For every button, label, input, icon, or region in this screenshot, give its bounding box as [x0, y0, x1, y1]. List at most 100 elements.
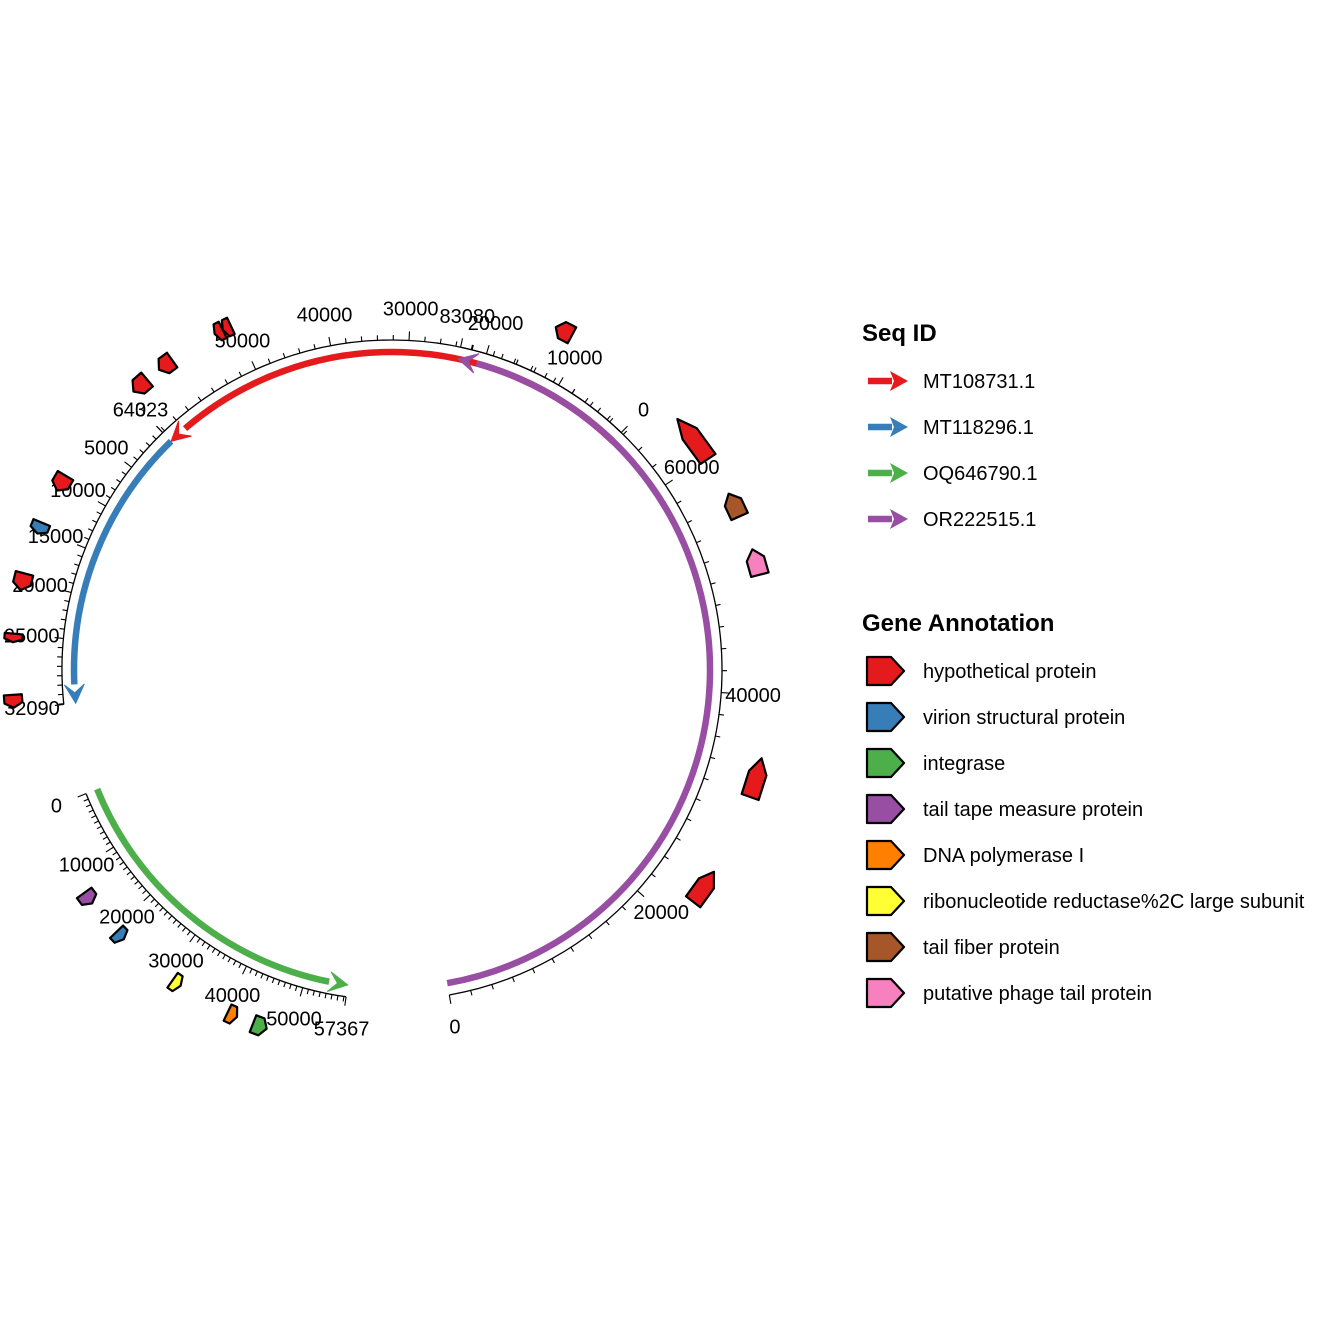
- gene-legend-key: [865, 977, 906, 1009]
- minor-tick: [93, 820, 99, 824]
- minor-tick: [676, 500, 682, 504]
- major-tick: [105, 846, 114, 853]
- tick-label: 0: [449, 1017, 460, 1039]
- major-tick: [97, 501, 106, 507]
- minor-tick: [87, 528, 93, 532]
- gene-marker: [2, 693, 24, 709]
- minor-tick: [110, 486, 116, 491]
- minor-tick: [163, 911, 168, 916]
- tick-label: 64323: [113, 400, 169, 422]
- minor-tick: [687, 520, 693, 524]
- minor-tick: [710, 756, 716, 760]
- gene-legend-label: virion structural protein: [923, 707, 1125, 729]
- minor-tick: [152, 435, 157, 440]
- minor-tick: [606, 415, 611, 421]
- gene-legend-item: tail fiber protein: [865, 931, 1060, 963]
- minor-tick: [184, 405, 189, 411]
- tick-label: 57367: [314, 1019, 370, 1041]
- major-tick: [448, 994, 452, 1004]
- tick-label: 20000: [99, 907, 155, 929]
- major-tick: [143, 894, 151, 902]
- minor-tick: [588, 934, 593, 940]
- tick-label: 20000: [633, 902, 689, 924]
- minor-tick: [222, 954, 226, 960]
- minor-tick: [584, 397, 589, 403]
- minor-tick: [112, 851, 118, 856]
- minor-tick: [439, 338, 442, 344]
- minor-tick: [74, 563, 80, 567]
- gene-marker: [740, 757, 768, 802]
- minor-tick: [115, 856, 121, 861]
- minor-tick: [96, 825, 102, 830]
- seq-legend-arrowhead: [890, 371, 908, 391]
- minor-tick: [267, 358, 271, 364]
- major-tick: [328, 336, 332, 346]
- minor-tick: [589, 401, 594, 407]
- sequence-track-OQ646790.1: [94, 787, 330, 985]
- minor-tick: [552, 377, 557, 383]
- minor-tick: [715, 735, 721, 738]
- minor-tick: [201, 941, 206, 947]
- major-tick: [242, 965, 247, 975]
- minor-tick: [59, 627, 65, 630]
- minor-tick: [154, 902, 160, 908]
- minor-tick: [318, 991, 321, 998]
- minor-tick: [122, 866, 128, 871]
- minor-tick: [652, 463, 657, 468]
- tick-label: 10000: [547, 348, 603, 370]
- minor-tick: [159, 907, 164, 912]
- gene-legend-label: hypothetical protein: [923, 661, 1096, 683]
- minor-tick: [260, 973, 264, 979]
- gene-legend-item: virion structural protein: [865, 701, 1125, 733]
- minor-tick: [99, 831, 105, 835]
- legend: Seq IDMT108731.1MT118296.1OQ646790.1OR22…: [862, 320, 1305, 1009]
- sequence-arrowhead: [170, 420, 192, 442]
- seq-legend-arrowhead: [890, 509, 908, 529]
- minor-tick: [64, 599, 70, 603]
- minor-tick: [344, 338, 347, 344]
- gene-marker: [248, 1014, 268, 1037]
- gene-legend-key: [865, 655, 906, 687]
- minor-tick: [145, 442, 151, 447]
- minor-tick: [313, 344, 316, 350]
- minor-tick: [211, 948, 216, 954]
- minor-tick: [172, 416, 177, 421]
- minor-tick: [92, 519, 98, 523]
- minor-tick: [134, 880, 139, 885]
- minor-tick: [116, 479, 121, 483]
- gene-legend-key: [865, 885, 906, 917]
- minor-tick: [217, 951, 221, 957]
- minor-tick: [254, 971, 258, 977]
- minor-tick: [470, 990, 473, 996]
- minor-tick: [551, 958, 555, 964]
- end-tick: [344, 996, 347, 1006]
- minor-tick: [58, 703, 64, 705]
- circular-genome-map: 0100002000030000400005000064323050001000…: [2, 299, 781, 1041]
- minor-tick: [500, 353, 504, 359]
- tick-label: 60000: [664, 457, 720, 479]
- gene-marker: [12, 570, 35, 592]
- minor-tick: [696, 540, 702, 544]
- minor-tick: [324, 993, 327, 999]
- minor-tick: [704, 561, 710, 564]
- end-tick: [54, 703, 64, 706]
- minor-tick: [686, 818, 692, 822]
- minor-tick: [62, 609, 68, 612]
- minor-tick: [238, 371, 242, 377]
- minor-tick: [283, 982, 286, 988]
- minor-tick: [609, 417, 614, 423]
- minor-tick: [119, 861, 124, 866]
- major-tick: [156, 425, 164, 433]
- minor-tick: [695, 798, 701, 802]
- tick-label: 0: [51, 796, 62, 818]
- gene-legend-item: tail tape measure protein: [865, 793, 1143, 825]
- seq-legend-label: MT118296.1: [923, 417, 1034, 439]
- tick-label: 30000: [148, 951, 204, 973]
- gene-legend-item: ribonucleotide reductase%2C large subuni…: [865, 885, 1305, 917]
- minor-tick: [160, 426, 165, 432]
- minor-tick: [88, 809, 94, 813]
- gene-legend-key: [865, 931, 906, 963]
- minor-tick: [336, 995, 339, 1001]
